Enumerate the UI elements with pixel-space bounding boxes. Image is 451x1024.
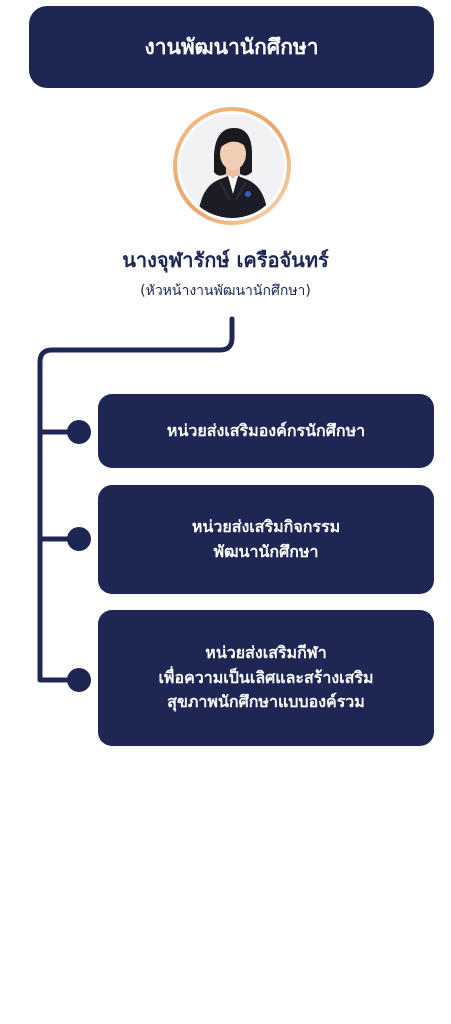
- avatar-ring: [173, 107, 291, 225]
- unit-label-line: หน่วยส่งเสริมกิจกรรม: [191, 516, 341, 536]
- department-title-box: งานพัฒนานักศึกษา: [29, 6, 434, 88]
- connector-node-3: [67, 668, 91, 692]
- unit-box-student-activities: หน่วยส่งเสริมกิจกรรม พัฒนานักศึกษา: [98, 485, 434, 594]
- head-person-role: (หัวหน้างานพัฒนานักศึกษา): [140, 283, 311, 299]
- unit-label-line: สุขภาพนักศึกษาแบบองค์รวม: [167, 692, 365, 712]
- unit-label-line: หน่วยส่งเสริมกีฬา: [205, 642, 327, 662]
- connector-node-2: [67, 527, 91, 551]
- head-person-name: นางจุฬารักษ์ เครือจันทร์: [122, 248, 329, 272]
- connector-trunk: [37, 316, 235, 683]
- unit-label-line: หน่วยส่งเสริมองค์กรนักศึกษา: [166, 420, 366, 440]
- unit-box-student-organizations: หน่วยส่งเสริมองค์กรนักศึกษา: [98, 394, 434, 468]
- person-photo-icon: [180, 114, 284, 218]
- unit-label-line: เพื่อความเป็นเลิศและสร้างเสริม: [158, 667, 374, 687]
- department-title: งานพัฒนานักศึกษา: [144, 34, 319, 59]
- unit-label-line: พัฒนานักศึกษา: [213, 541, 319, 561]
- unit-box-sports-health: หน่วยส่งเสริมกีฬา เพื่อความเป็นเลิศและสร…: [98, 610, 434, 746]
- connector-node-1: [67, 420, 91, 444]
- avatar: [180, 114, 284, 218]
